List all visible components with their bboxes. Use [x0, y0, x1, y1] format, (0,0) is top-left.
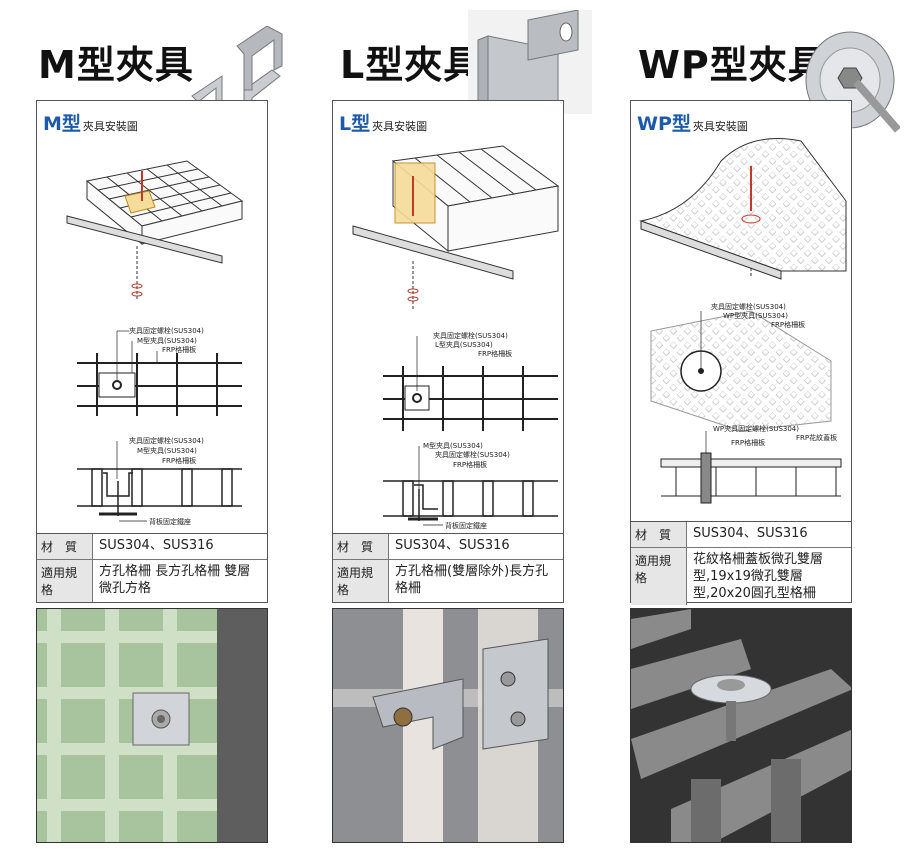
m-clamp-title: M型夾具 [38, 43, 194, 87]
l-panel-heading: L型夾具安裝圖 [339, 109, 427, 136]
l-clamp-product-image [468, 10, 592, 114]
wp-install-diagram: 夾具固定螺栓(SUS304) WP型夾具(SUS304) FRP格柵板 WP夾具… [639, 138, 847, 504]
m-panel-type: M型 [43, 113, 81, 135]
wp-bottom-label-1: WP夾具固定螺栓(SUS304) [713, 424, 799, 433]
m-base-label: 背板固定鐵座 [149, 517, 191, 526]
m-bottom-label-3: FRP格柵板 [162, 456, 196, 465]
wp-spec-row-material: 材 質 SUS304、SUS316 [631, 522, 851, 548]
wp-bottom-label-3: FRP花紋蓋板 [796, 433, 837, 442]
m-use-label: 適用規格 [37, 560, 93, 602]
l-top-label-3: FRP格柵板 [478, 349, 512, 358]
wp-material-label: 材 質 [631, 522, 687, 547]
l-spec-table: 材 質 SUS304、SUS316 適用規格 方孔格柵(雙層除外)長方孔格柵 [333, 533, 563, 602]
l-use-label: 適用規格 [333, 560, 389, 602]
wp-bottom-label-2: FRP格柵板 [731, 438, 765, 447]
m-spec-table: 材 質 SUS304、SUS316 適用規格 方孔格柵 長方孔格柵 雙層微孔方格 [37, 533, 267, 602]
wp-top-label-3: FRP格柵板 [771, 320, 805, 329]
l-bottom-label-1: M型夾具(SUS304) [423, 441, 483, 450]
m-clamp-panel: M型夾具安裝圖 [36, 100, 268, 603]
m-grating-photo-art [37, 609, 267, 842]
wp-material-value: SUS304、SUS316 [693, 526, 808, 541]
m-clamp-product-image [191, 26, 283, 131]
m-clamp-photo [36, 608, 268, 843]
m-top-label-1: 夾具固定螺栓(SUS304) [129, 326, 204, 335]
l-use-value: 方孔格柵(雙層除外)長方孔格柵 [395, 564, 549, 596]
l-material-value: SUS304、SUS316 [395, 538, 510, 553]
l-clamp-panel: L型夾具安裝圖 夾具固定螺栓(SUS304) [332, 100, 564, 603]
l-top-label-2: L型夾具(SUS304) [435, 340, 493, 349]
l-bottom-label-2: 夾具固定螺栓(SUS304) [435, 450, 510, 459]
m-material-value: SUS304、SUS316 [99, 538, 214, 553]
l-panel-caption: 夾具安裝圖 [372, 120, 428, 133]
l-spec-row-use: 適用規格 方孔格柵(雙層除外)長方孔格柵 [333, 560, 563, 602]
l-material-label: 材 質 [333, 534, 389, 559]
wp-spec-row-use: 適用規格 花紋格柵蓋板微孔雙層型,19x19微孔雙層型,20x20圓孔型格柵 [631, 548, 851, 605]
wp-grating-photo-art [631, 609, 851, 842]
m-panel-caption: 夾具安裝圖 [82, 120, 138, 133]
l-grating-photo-art [333, 609, 563, 842]
m-top-label-3: FRP格柵板 [162, 345, 196, 354]
wp-use-label: 適用規格 [631, 548, 687, 605]
wp-clamp-panel: WP型夾具安裝圖 夾具固定螺栓(SUS304) WP型夾具(SUS304) FR [630, 100, 852, 605]
wp-spec-table: 材 質 SUS304、SUS316 適用規格 花紋格柵蓋板微孔雙層型,19x19… [631, 521, 851, 605]
wp-top-label-2: WP型夾具(SUS304) [723, 311, 788, 320]
wp-top-label-1: 夾具固定螺栓(SUS304) [711, 302, 786, 311]
l-spec-row-material: 材 質 SUS304、SUS316 [333, 534, 563, 560]
l-bottom-label-3: FRP格柵板 [453, 460, 487, 469]
l-top-label-1: 夾具固定螺栓(SUS304) [433, 331, 508, 340]
m-bottom-label-1: 夾具固定螺栓(SUS304) [129, 436, 204, 445]
wp-panel-type: WP型 [637, 113, 691, 135]
m-panel-heading: M型夾具安裝圖 [43, 109, 138, 136]
wp-panel-caption: 夾具安裝圖 [692, 120, 748, 133]
wp-clamp-photo [630, 608, 852, 843]
m-bottom-label-2: M型夾具(SUS304) [137, 446, 197, 455]
wp-use-value: 花紋格柵蓋板微孔雙層型,19x19微孔雙層型,20x20圓孔型格柵 [693, 552, 824, 601]
m-top-label-2: M型夾具(SUS304) [137, 336, 197, 345]
wp-panel-heading: WP型夾具安裝圖 [637, 109, 748, 136]
l-install-diagram: 夾具固定螺栓(SUS304) L型夾具(SUS304) FRP格柵板 M型夾具(… [352, 145, 560, 530]
l-clamp-title: L型夾具 [340, 43, 483, 87]
m-spec-row-use: 適用規格 方孔格柵 長方孔格柵 雙層微孔方格 [37, 560, 267, 602]
m-spec-row-material: 材 質 SUS304、SUS316 [37, 534, 267, 560]
l-panel-type: L型 [339, 113, 371, 135]
m-material-label: 材 質 [37, 534, 93, 559]
m-install-diagram: 夾具固定螺栓(SUS304) M型夾具(SUS304) FRP格柵板 夾具固定螺… [66, 160, 244, 526]
l-base-label: 背板固定鐵座 [445, 521, 487, 530]
l-clamp-photo [332, 608, 564, 843]
m-use-value: 方孔格柵 長方孔格柵 雙層微孔方格 [99, 564, 251, 596]
wp-clamp-title: WP型夾具 [638, 43, 827, 87]
